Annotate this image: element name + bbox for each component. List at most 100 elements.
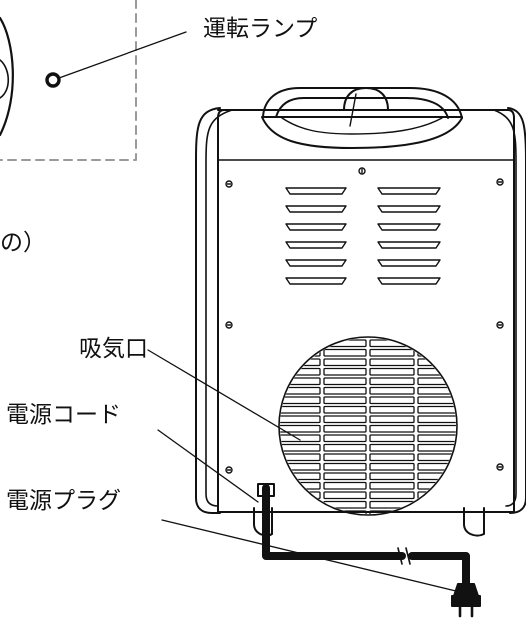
clipped-fragment-label: の） [0,230,46,256]
grille-bar [280,405,321,414]
grille-bar [417,443,456,452]
grille-bar [417,424,456,433]
louver-slat [285,205,347,213]
grille-bar [280,481,321,490]
louver-slat [377,187,441,195]
grille-bar [323,462,367,471]
grille-bar [369,481,415,490]
control-panel-inset [0,0,187,161]
grille-bar [323,443,367,452]
louver-slat [285,259,347,267]
grille-bar [323,434,367,443]
grille-bar [323,386,367,395]
grille-bar [323,491,367,500]
foot-right [463,507,485,537]
grille-bar [369,472,415,481]
grille-bar [369,453,415,462]
power-plug-leader [161,519,461,593]
grille-bar [369,443,415,452]
power-plug-icon [451,583,481,618]
grille-bar [280,348,321,357]
grille-bar [417,462,456,471]
air-intake-grille [278,336,458,516]
inset-dial-outer [0,16,14,137]
grille-bar [417,472,456,481]
grille-bar [369,348,415,357]
grille-bar [369,491,415,500]
power-cord [257,483,470,588]
grille-bar [280,462,321,471]
grille-bar [323,405,367,414]
grille-bar [369,377,415,386]
air-intake-leader [147,349,301,441]
side-frame-right-inner [493,109,517,507]
indicator-lamp-leader [58,31,187,79]
leader-lines [147,349,461,593]
grille-bar [417,358,456,367]
side-frame-left-inner [205,109,233,507]
screw-set [225,167,504,474]
grille-bar [369,424,415,433]
grille-bar [323,481,367,490]
side-frame-right [507,107,526,514]
grille-bar [323,396,367,405]
upper-louvers [285,187,441,285]
grille-bar [417,415,456,424]
grille-bar [280,443,321,452]
grille-bar [417,481,456,490]
grille-bar [280,377,321,386]
power-cord-leader [157,429,259,503]
grille-bar [280,500,321,509]
grille-bar [280,424,321,433]
power-cord-label: 電源コード [6,402,121,428]
handle-knob [343,87,389,111]
grille-bar [417,396,456,405]
grille-bar [417,453,456,462]
grille-bar [369,358,415,367]
indicator-lamp-label: 運転ランプ [203,16,318,42]
cord-strain-relief [257,483,275,497]
grille-bar [323,367,367,376]
foot-left [253,507,273,537]
grille-bar [369,386,415,395]
power-plug-label: 電源プラグ [6,488,121,514]
louver-slat [377,241,441,249]
grille-bar [280,367,321,376]
grille-bar [323,424,367,433]
grille-bar [417,405,456,414]
grille-bar [417,500,456,509]
indicator-lamp-icon [45,72,61,88]
louver-slat [377,277,441,285]
grille-bar [369,434,415,443]
grille-bar [417,434,456,443]
grille-bar [417,348,456,357]
grille-bar [280,453,321,462]
grille-bar [280,434,321,443]
inset-dashed-border [0,0,137,161]
grille-bar [323,377,367,386]
grille-bar [280,396,321,405]
inset-dial-inner [0,59,10,99]
grille-bar [323,358,367,367]
grille-bar [369,415,415,424]
side-frame-left [195,107,221,514]
heater-cabinet [195,107,526,537]
grille-bar [323,453,367,462]
grille-bar [417,339,456,348]
grille-bar [369,396,415,405]
grille-bar [323,348,367,357]
cabinet-back-panel [217,109,515,513]
air-intake-label: 吸気口 [79,336,148,362]
grille-bar [369,367,415,376]
louver-slat [377,223,441,231]
grille-bar [280,415,321,424]
louver-slat [285,223,347,231]
grille-bar [417,367,456,376]
grille-bar [280,386,321,395]
grille-bar [323,415,367,424]
grille-bar [323,472,367,481]
carry-handle [261,87,463,149]
louver-slat [377,205,441,213]
